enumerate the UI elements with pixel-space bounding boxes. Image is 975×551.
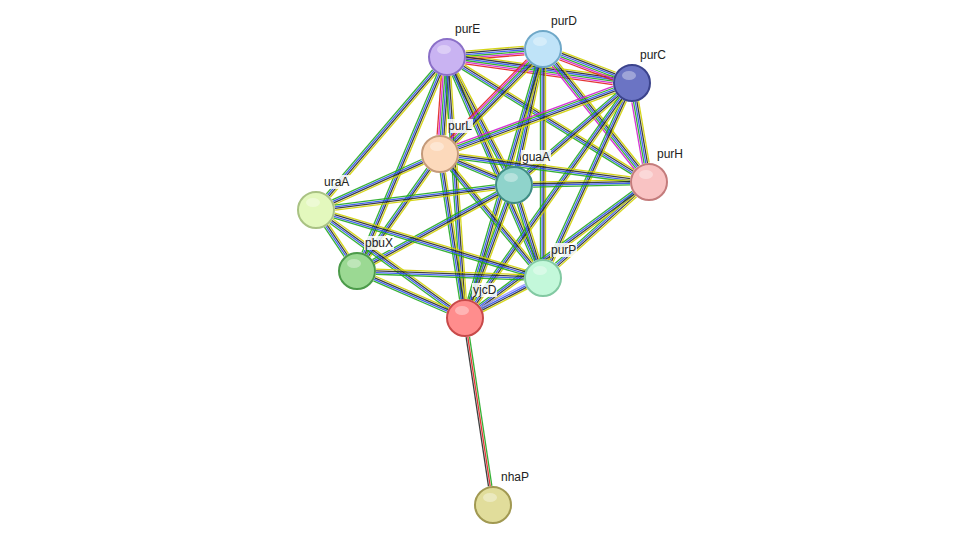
- protein-label: nhaP: [500, 470, 530, 484]
- node-circle: [630, 163, 668, 201]
- node-circle: [446, 299, 484, 337]
- node-highlight: [622, 71, 636, 80]
- node-highlight: [347, 259, 361, 268]
- evidence-line: [376, 274, 524, 280]
- node-highlight: [306, 198, 320, 207]
- evidence-line: [468, 337, 490, 486]
- protein-node: guaA: [495, 166, 533, 204]
- interaction-edge: [559, 52, 616, 80]
- evidence-line: [449, 76, 464, 299]
- node-circle: [495, 166, 533, 204]
- evidence-line: [561, 55, 615, 75]
- evidence-line: [634, 102, 645, 164]
- evidence-line: [632, 102, 643, 164]
- protein-node: purC: [613, 64, 651, 102]
- node-highlight: [437, 45, 451, 54]
- evidence-line: [375, 276, 448, 308]
- evidence-line: [520, 203, 538, 260]
- protein-node: nhaP: [474, 486, 512, 524]
- evidence-line: [477, 99, 622, 303]
- protein-node: purP: [524, 259, 562, 297]
- evidence-line: [469, 202, 505, 299]
- interaction-edge: [376, 269, 524, 280]
- interaction-edge: [335, 185, 496, 210]
- evidence-line: [335, 187, 495, 207]
- node-highlight: [533, 266, 547, 275]
- protein-node: purE: [428, 38, 466, 76]
- protein-node: yjcD: [446, 299, 484, 337]
- evidence-line: [475, 98, 620, 302]
- protein-label: purC: [639, 48, 667, 62]
- evidence-line: [333, 219, 451, 305]
- evidence-line: [472, 203, 508, 300]
- evidence-line: [373, 193, 497, 261]
- protein-label: purD: [550, 14, 578, 28]
- node-highlight: [430, 142, 444, 151]
- evidence-line: [560, 57, 614, 77]
- interaction-edge: [373, 276, 448, 313]
- evidence-line: [457, 162, 496, 178]
- node-circle: [428, 38, 466, 76]
- protein-label: guaA: [521, 150, 551, 164]
- protein-label: yjcD: [472, 283, 497, 297]
- evidence-line: [466, 337, 488, 486]
- evidence-line: [474, 97, 619, 301]
- evidence-line: [471, 203, 507, 300]
- evidence-line: [335, 185, 495, 205]
- node-circle: [613, 64, 651, 102]
- protein-node: purH: [630, 163, 668, 201]
- evidence-line: [447, 76, 462, 299]
- protein-label: pbuX: [364, 236, 394, 250]
- protein-label: purH: [656, 147, 684, 161]
- evidence-line: [332, 220, 450, 306]
- node-circle: [297, 191, 335, 229]
- evidence-line: [533, 185, 630, 187]
- node-circle: [421, 135, 459, 173]
- protein-node: purL: [421, 135, 459, 173]
- protein-label: uraA: [323, 175, 350, 189]
- evidence-line: [482, 195, 635, 308]
- node-highlight: [533, 37, 547, 46]
- node-circle: [474, 486, 512, 524]
- evidence-line: [457, 86, 613, 144]
- evidence-line: [330, 223, 448, 309]
- node-highlight: [483, 493, 497, 502]
- interaction-edge: [479, 191, 635, 309]
- evidence-line: [375, 278, 448, 310]
- protein-label: purE: [454, 22, 481, 36]
- protein-node: pbuX: [338, 252, 376, 290]
- evidence-line: [469, 337, 491, 486]
- evidence-line: [373, 281, 446, 313]
- node-highlight: [504, 173, 518, 182]
- node-highlight: [455, 306, 469, 315]
- node-circle: [338, 252, 376, 290]
- evidence-line: [331, 222, 449, 308]
- interaction-edge: [330, 219, 451, 309]
- evidence-line: [519, 203, 537, 260]
- evidence-line: [374, 279, 447, 311]
- interaction-edge: [632, 101, 649, 164]
- protein-label: purP: [550, 243, 577, 257]
- evidence-line: [481, 194, 634, 307]
- interaction-edge: [466, 337, 492, 487]
- interaction-edge: [372, 192, 498, 264]
- protein-label: purL: [447, 119, 473, 133]
- interaction-edge: [533, 180, 630, 187]
- evidence-line: [522, 202, 540, 259]
- node-highlight: [639, 170, 653, 179]
- evidence-line: [517, 204, 535, 261]
- node-circle: [524, 30, 562, 68]
- protein-node: purD: [524, 30, 562, 68]
- evidence-line: [479, 191, 632, 304]
- evidence-line: [374, 195, 498, 263]
- protein-node: uraA: [297, 191, 335, 229]
- evidence-line: [480, 193, 633, 306]
- node-circle: [524, 259, 562, 297]
- interaction-edge: [517, 202, 540, 260]
- interaction-edge: [474, 97, 623, 304]
